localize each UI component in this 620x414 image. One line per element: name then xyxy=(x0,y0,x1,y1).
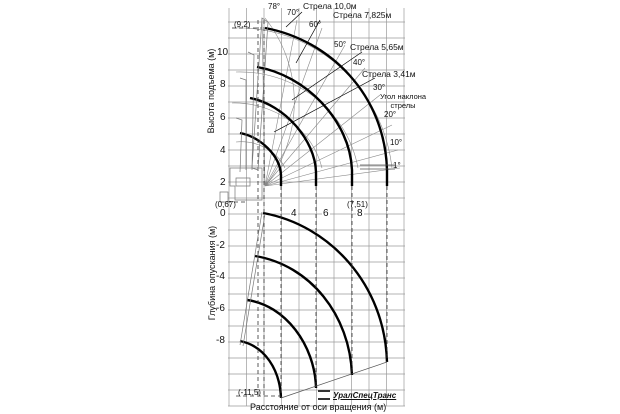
angle-title-line2: стрелы xyxy=(390,101,416,110)
logo-icon xyxy=(318,390,330,400)
y-tick-4: 4 xyxy=(220,145,226,156)
angle-10: 10° xyxy=(390,138,403,147)
y-tick-minus-4: -4 xyxy=(216,271,225,282)
angle-title-line1: Угол наклона xyxy=(380,92,427,101)
angle-78: 78° xyxy=(268,2,281,11)
y-tick-8: 8 xyxy=(220,79,226,90)
arc-boom-10m-upper xyxy=(264,26,389,186)
lower-arcs xyxy=(239,211,389,399)
y-tick-2: 2 xyxy=(220,177,226,188)
y-tick-minus-6: -6 xyxy=(216,303,225,314)
x-tick-4: 4 xyxy=(290,208,298,219)
boom-label-565m: Стрела 5,65м xyxy=(350,42,404,52)
y-axis-label-upper: Высота подъема (м) xyxy=(206,48,216,134)
boom-outlines xyxy=(219,17,388,399)
y-tick-6: 6 xyxy=(220,112,226,123)
y-tick-0: 0 xyxy=(220,208,226,219)
y-tick-minus-8: -8 xyxy=(216,335,225,346)
angle-50: 50° xyxy=(334,40,347,49)
boom-label-341m: Стрела 3,41м xyxy=(362,69,416,79)
arc-boom-7825-upper xyxy=(256,65,354,186)
x-axis-label: Расстояние от оси вращения (м) xyxy=(250,402,387,412)
max-height-label: (9,2) xyxy=(234,20,251,29)
y-tick-minus-2: -2 xyxy=(216,240,225,251)
angle-20: 20° xyxy=(384,110,397,119)
max-depth-label: (-11,5) xyxy=(238,388,261,397)
arc-boom-341-lower xyxy=(239,339,283,399)
x-tick-8: 8 xyxy=(356,208,364,219)
logo: УралСпецТранс xyxy=(318,390,396,400)
boom-label-10m: Стрела 10,0м xyxy=(303,1,357,11)
grid xyxy=(228,8,405,407)
x-tick-6: 6 xyxy=(322,208,330,219)
y-tick-10: 10 xyxy=(217,47,229,58)
angle-30: 30° xyxy=(373,83,386,92)
angle-60: 60° xyxy=(309,20,322,29)
boom-pointers xyxy=(273,11,376,133)
max-reach-label: (7,51) xyxy=(347,200,368,209)
arc-boom-10m-lower xyxy=(262,211,389,363)
angle-40: 40° xyxy=(353,58,366,67)
arc-boom-565-lower xyxy=(246,298,318,389)
angle-70: 70° xyxy=(287,8,300,17)
angle-title: Угол наклона стрелы xyxy=(380,92,426,110)
upper-arcs xyxy=(239,26,389,186)
short-ticks xyxy=(360,164,395,170)
arc-boom-7825-lower xyxy=(254,254,354,376)
dashed-guides xyxy=(220,20,388,398)
logo-text: УралСпецТранс xyxy=(333,390,397,400)
angle-1: 1° xyxy=(393,161,401,170)
arc-boom-341-upper xyxy=(239,131,283,186)
boom-label-7825m: Стрела 7,825м xyxy=(333,10,392,20)
pivot-height-label: (0,67) xyxy=(215,200,236,209)
